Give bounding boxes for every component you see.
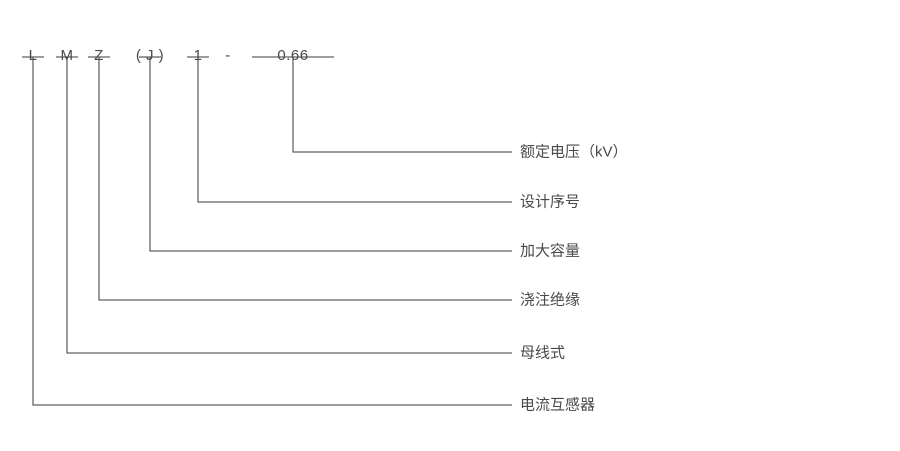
part-m: M <box>60 47 74 64</box>
part-l-leader <box>32 57 512 406</box>
part-j-leader <box>149 57 512 252</box>
part-j: ( J ) <box>135 47 165 64</box>
part-dash: - <box>225 47 231 64</box>
label-increased-capacity: 加大容量 <box>520 242 581 260</box>
part-m-leader <box>66 57 512 354</box>
part-066: 0.66 <box>277 47 309 64</box>
part-1-leader <box>197 57 512 203</box>
part-z: Z <box>94 47 104 64</box>
label-cast-insulation: 浇注绝缘 <box>520 291 581 309</box>
part-1: 1 <box>193 47 203 64</box>
label-design-serial: 设计序号 <box>520 193 581 211</box>
part-066-leader <box>292 57 512 153</box>
label-rated-voltage: 额定电压（kV） <box>520 143 628 161</box>
leader-line-group <box>22 56 512 406</box>
label-current-transformer: 电流互感器 <box>520 396 596 414</box>
part-l: L <box>28 47 38 64</box>
part-z-leader <box>98 57 512 301</box>
label-busbar-type: 母线式 <box>520 344 566 362</box>
